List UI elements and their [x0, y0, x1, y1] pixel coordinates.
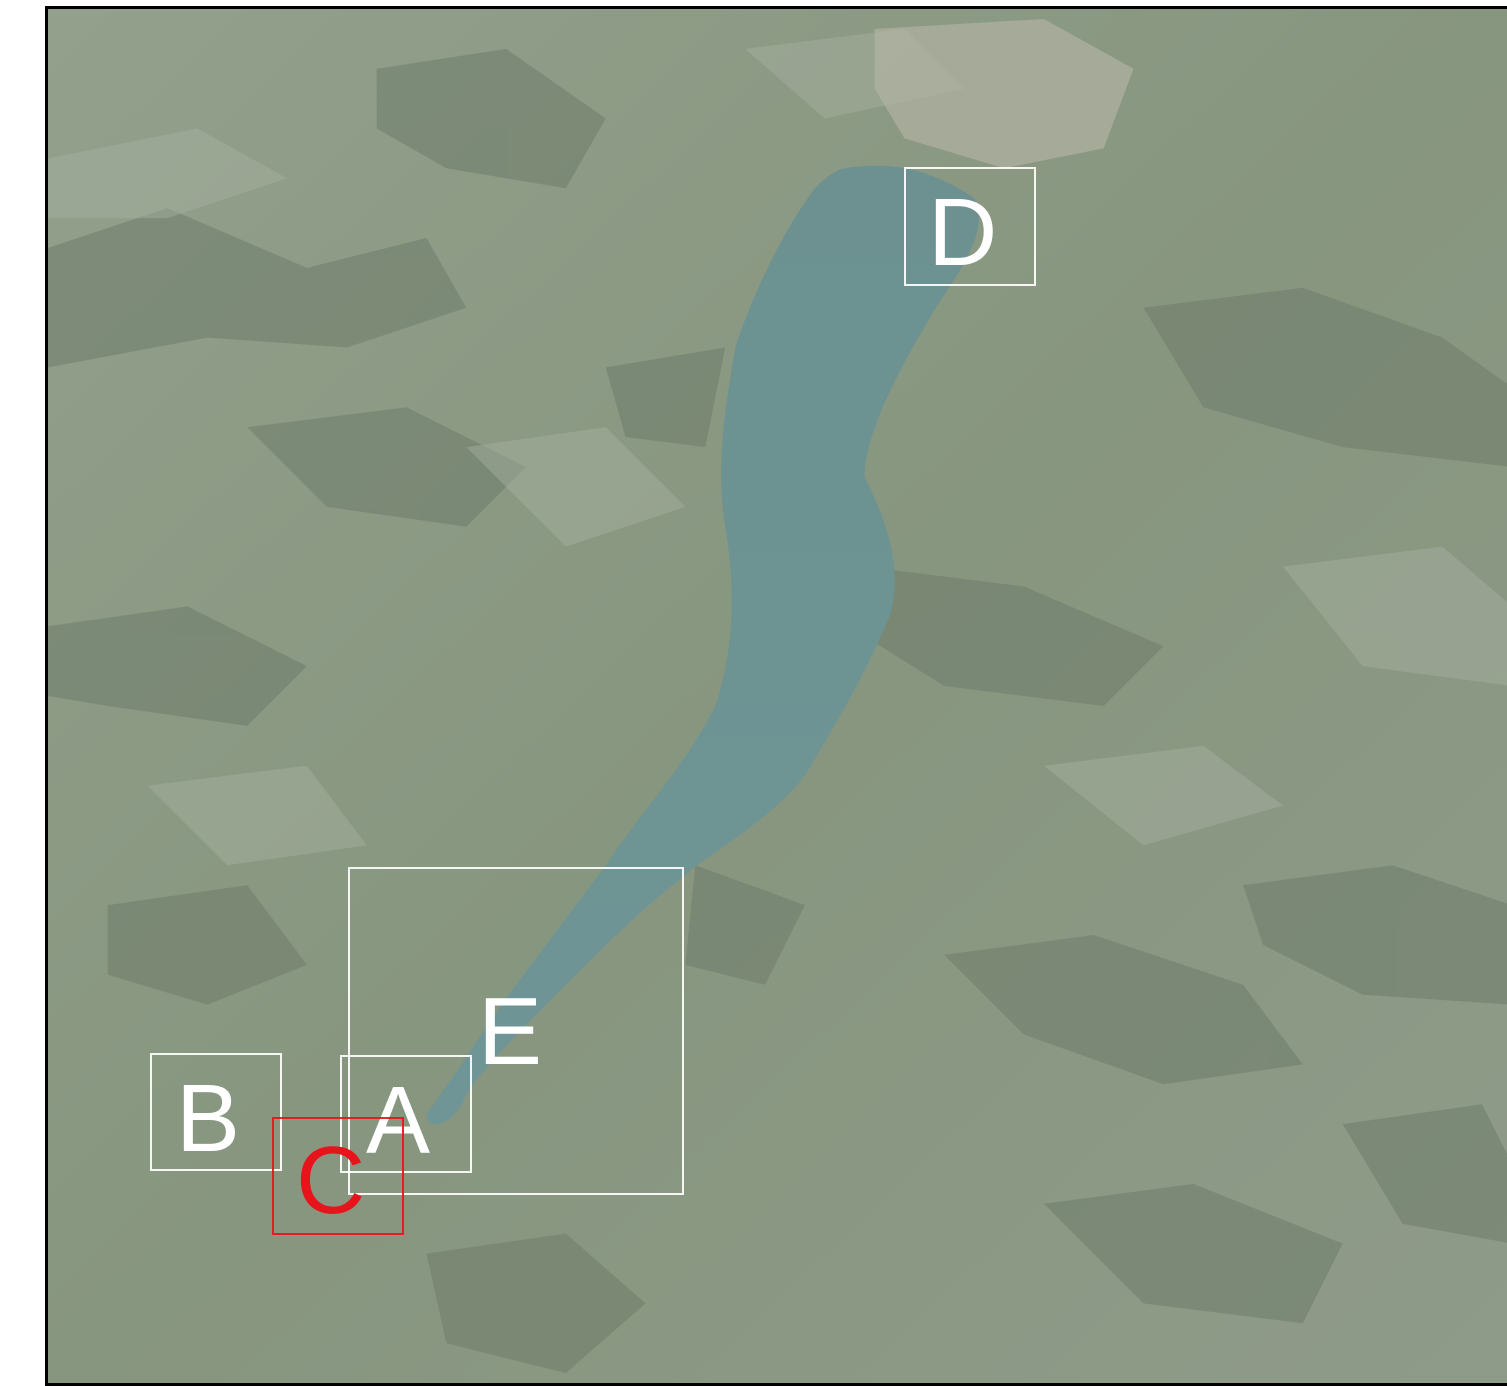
map-frame: D E A B C [45, 6, 1507, 1386]
study-area-label-e: E [478, 978, 543, 1085]
study-area-box-a [340, 1055, 472, 1173]
lake [426, 165, 979, 1125]
town-area [874, 18, 1134, 169]
study-area-label-a: A [366, 1067, 431, 1174]
study-area-label-d: D [928, 179, 998, 286]
study-area-label-b: B [176, 1065, 241, 1172]
study-area-label-c: C [296, 1127, 366, 1234]
study-area-box-e [348, 867, 684, 1195]
study-area-box-d [904, 167, 1036, 286]
study-area-box-b [150, 1053, 282, 1171]
aerial-terrain-image [48, 9, 1507, 1383]
study-area-box-c [272, 1117, 404, 1235]
mountain-shadows [48, 48, 1507, 1374]
